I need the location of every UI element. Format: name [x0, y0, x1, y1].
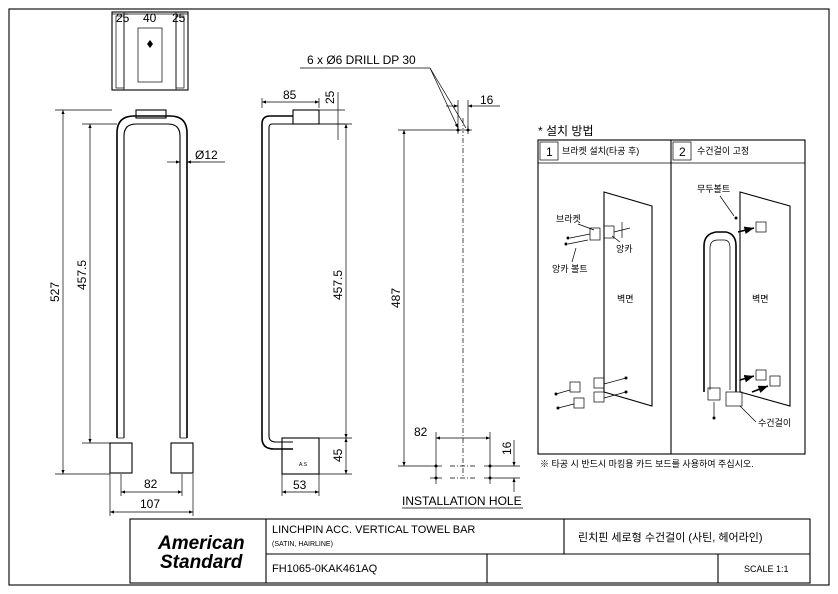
- step2-wall-label: 벽면: [752, 294, 769, 304]
- install-title: * 설치 방법: [538, 124, 594, 138]
- title-block: American Standard LINCHPIN ACC. VERTICAL…: [129, 518, 811, 584]
- dim-side-457: 457.5: [331, 270, 345, 300]
- model-code: FH1065-0KAK461AQ: [272, 563, 378, 575]
- dim-dia12: Ø12: [195, 148, 218, 162]
- dim-side-53: 53: [293, 478, 307, 492]
- front-view: 527 457.5 Ø12 82 107: [48, 109, 225, 516]
- drill-note: 6 x Ø6 DRILL DP 30: [307, 53, 416, 67]
- sheet-border: [8, 8, 830, 586]
- installation-hole-view: 6 x Ø6 DRILL DP 30 16 487: [300, 53, 523, 509]
- step1-wall-label: 벽면: [617, 294, 634, 304]
- install-panel: * 설치 방법 1 브라켓 설치(타공 후) 2 수건걸이 고정 벽면 브라켓 …: [537, 124, 806, 469]
- install-note: ※ 타공 시 반드시 마킹용 카드 보드를 사용하여 주십시오.: [540, 458, 754, 469]
- logo-standard: Standard: [160, 552, 243, 573]
- product-name-kr: 린치핀 세로형 수건걸이 (사틴, 헤어라인): [578, 531, 763, 544]
- headless-bolt-label: 무두볼트: [697, 184, 730, 194]
- dim-top-right: 25: [172, 11, 186, 25]
- step2-towel-bar: [703, 221, 781, 420]
- svg-text:A.S: A.S: [299, 462, 308, 468]
- dim-height-527: 527: [48, 282, 62, 302]
- dim-height-457-front: 457.5: [75, 260, 89, 290]
- logo-american: American: [157, 533, 245, 554]
- dim-side-85: 85: [283, 88, 297, 102]
- bracket-label: 브라켓: [556, 214, 581, 224]
- step1-label: 브라켓 설치(타공 후): [562, 145, 639, 156]
- dim-top-left: 25: [116, 11, 130, 25]
- scale-label: SCALE 1:1: [744, 564, 789, 574]
- step1-top-bracket: [564, 222, 631, 246]
- dim-hole-16-top: 16: [480, 93, 494, 107]
- dim-side-45: 45: [331, 448, 345, 462]
- towel-bar-label: 수건걸이: [758, 418, 791, 428]
- step1-bottom-brackets: [554, 376, 628, 410]
- dim-width-82: 82: [144, 477, 158, 491]
- side-view: A.S 85 25 457.5 45 53: [261, 88, 352, 496]
- step2-number: 2: [679, 145, 686, 159]
- step2-label: 수건걸이 고정: [697, 146, 749, 156]
- dim-hole-82: 82: [414, 425, 428, 439]
- installation-hole-label: INSTALLATION HOLE: [402, 494, 522, 508]
- step1-number: 1: [546, 145, 553, 159]
- dim-top-mid: 40: [143, 11, 157, 25]
- dim-side-25: 25: [323, 90, 337, 104]
- dim-hole-16-bottom: 16: [500, 441, 514, 455]
- dim-width-107: 107: [140, 497, 160, 511]
- product-finish: (SATIN, HAIRLINE): [272, 541, 333, 548]
- top-view: 25 40 25: [111, 11, 189, 91]
- dim-hole-487: 487: [389, 288, 403, 308]
- anchor-bolt-label: 앙카 볼트: [552, 263, 588, 274]
- anchor-label: 앙카: [616, 243, 633, 254]
- product-name: LINCHPIN ACC. VERTICAL TOWEL BAR: [272, 524, 475, 536]
